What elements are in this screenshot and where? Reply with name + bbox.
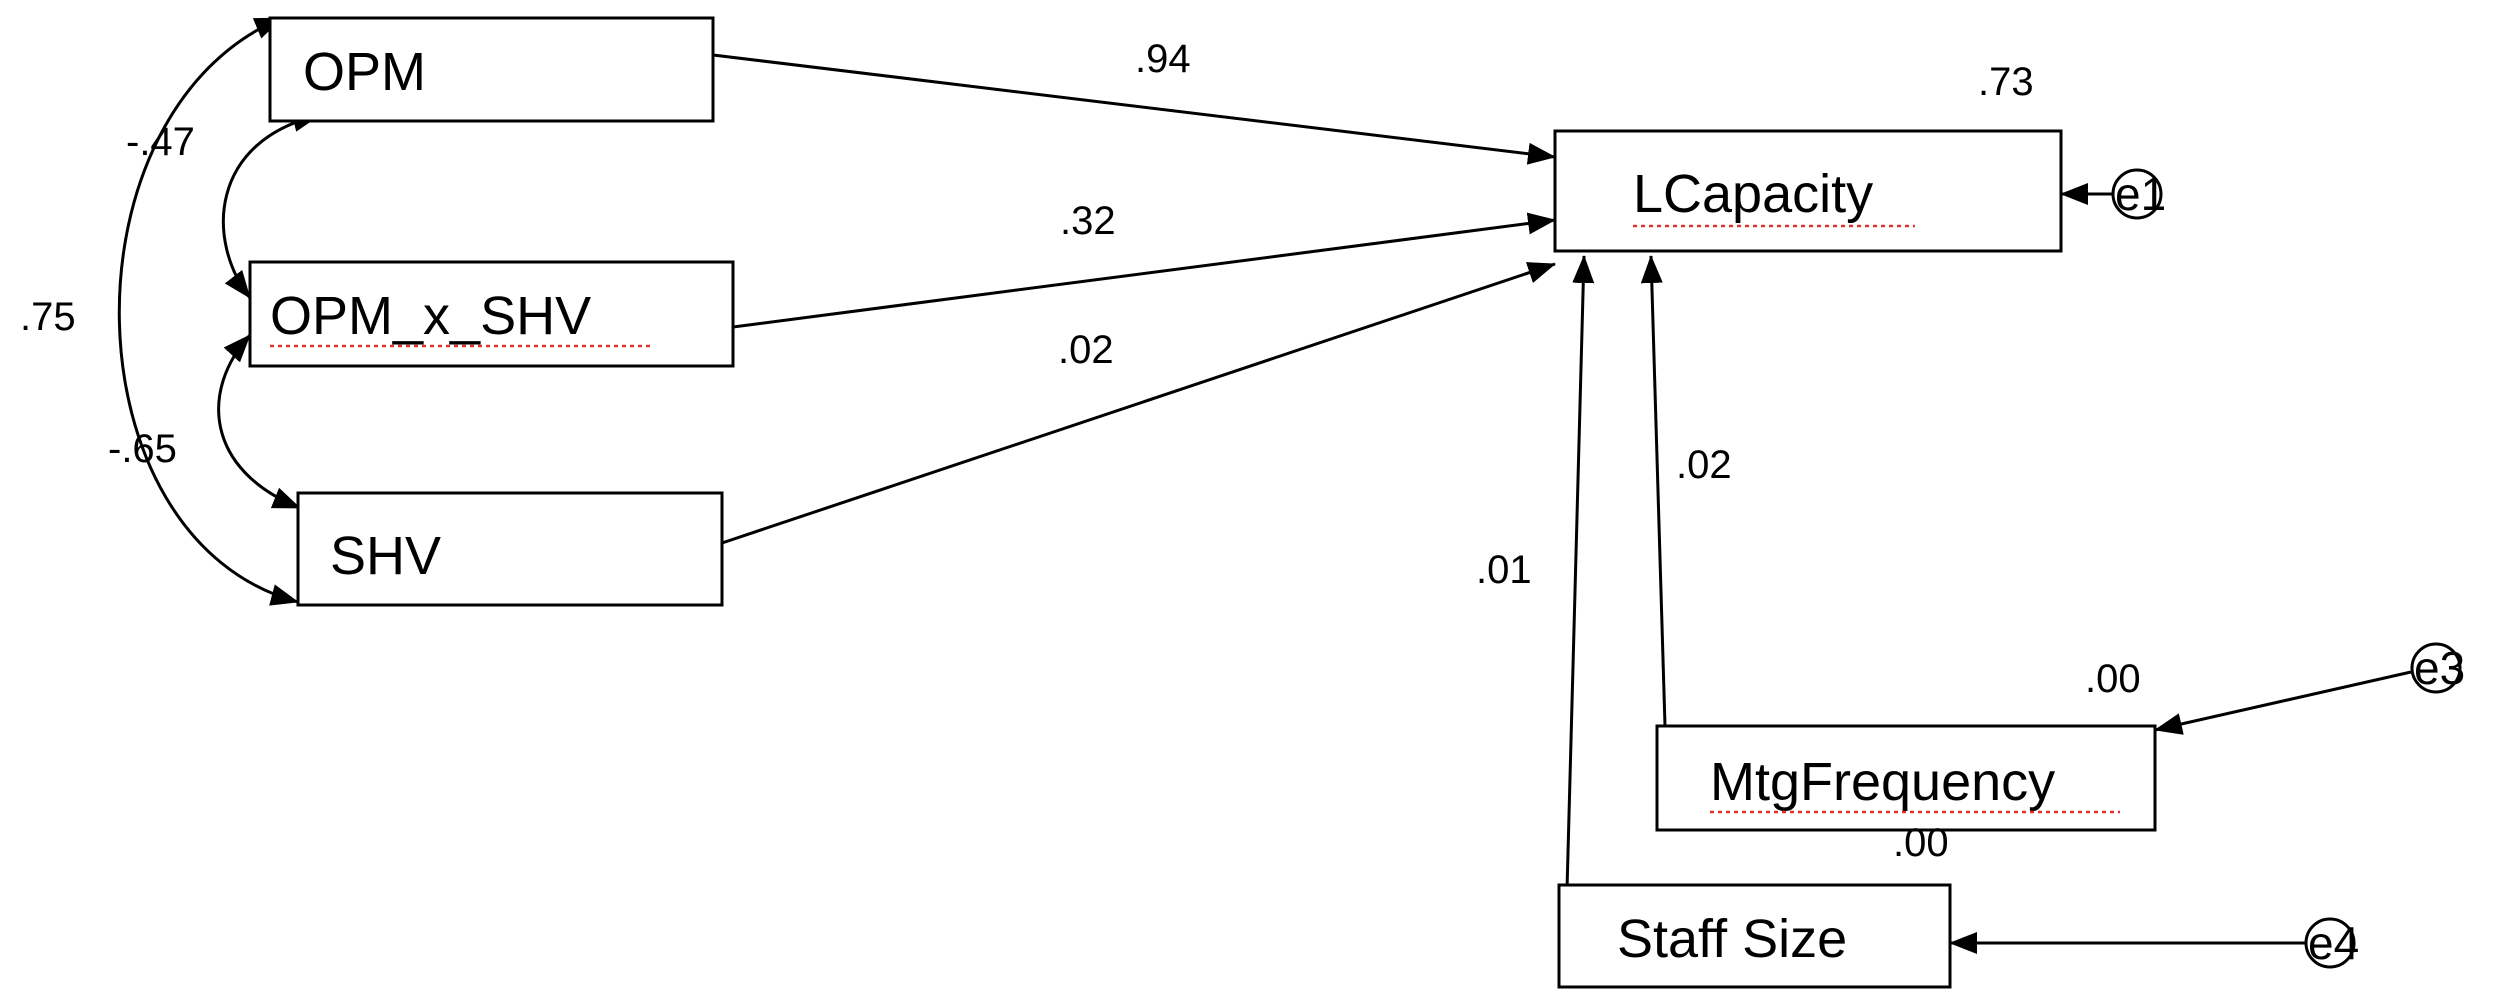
node-mtg-frequency-label: MtgFrequency bbox=[1710, 752, 2055, 812]
error-e1: e1 bbox=[2111, 168, 2166, 220]
coef-shv-to-lcapacity: .02 bbox=[1058, 328, 1114, 372]
cov-opm-opm-x-shv-value: -.47 bbox=[126, 120, 195, 164]
coef-opm-to-lcapacity: .94 bbox=[1135, 37, 1191, 81]
node-opm-x-shv-label: OPM_x_SHV bbox=[270, 286, 591, 346]
node-mtg-frequency: MtgFrequency bbox=[1655, 724, 2157, 832]
coef-opm-x-shv-to-lcapacity: .32 bbox=[1060, 199, 1116, 243]
path-e3-to-mtg-frequency bbox=[2154, 670, 2412, 735]
path-opm-x-shv-to-lcapacity bbox=[732, 212, 1556, 329]
r2-mtg-frequency: .00 bbox=[2085, 657, 2141, 701]
node-shv-label: SHV bbox=[330, 526, 441, 586]
coef-mtg-to-lcapacity: .02 bbox=[1676, 443, 1732, 487]
r2-staff-size: .00 bbox=[1893, 821, 1949, 865]
path-opm-to-lcapacity bbox=[712, 53, 1556, 165]
coef-staff-to-lcapacity: .01 bbox=[1476, 548, 1532, 592]
node-opm-x-shv: OPM_x_SHV bbox=[248, 260, 735, 368]
path-staff-to-lcapacity bbox=[1565, 255, 1595, 891]
node-opm-label: OPM bbox=[303, 42, 426, 102]
node-lcapacity: LCapacity bbox=[1553, 129, 2063, 253]
cov-opm-shv-value: .75 bbox=[20, 295, 76, 339]
cov-opm-x-shv-shv-value: -.65 bbox=[108, 427, 177, 471]
path-mtg-to-lcapacity bbox=[1640, 255, 1667, 727]
node-shv: SHV bbox=[296, 491, 724, 607]
path-shv-to-lcapacity bbox=[721, 262, 1556, 545]
cov-opm-shv bbox=[117, 16, 299, 606]
node-lcapacity-label: LCapacity bbox=[1633, 164, 1873, 224]
error-e3-label: e3 bbox=[2414, 642, 2465, 694]
node-staff-size: Staff Size bbox=[1557, 883, 1952, 989]
error-e4: e4 bbox=[2304, 917, 2359, 969]
error-e4-label: e4 bbox=[2308, 917, 2359, 969]
node-staff-size-label: Staff Size bbox=[1617, 909, 1847, 969]
node-opm: OPM bbox=[268, 16, 715, 123]
error-e3: e3 bbox=[2410, 642, 2465, 694]
r2-lcapacity: .73 bbox=[1978, 60, 2034, 104]
error-e1-label: e1 bbox=[2115, 168, 2166, 220]
